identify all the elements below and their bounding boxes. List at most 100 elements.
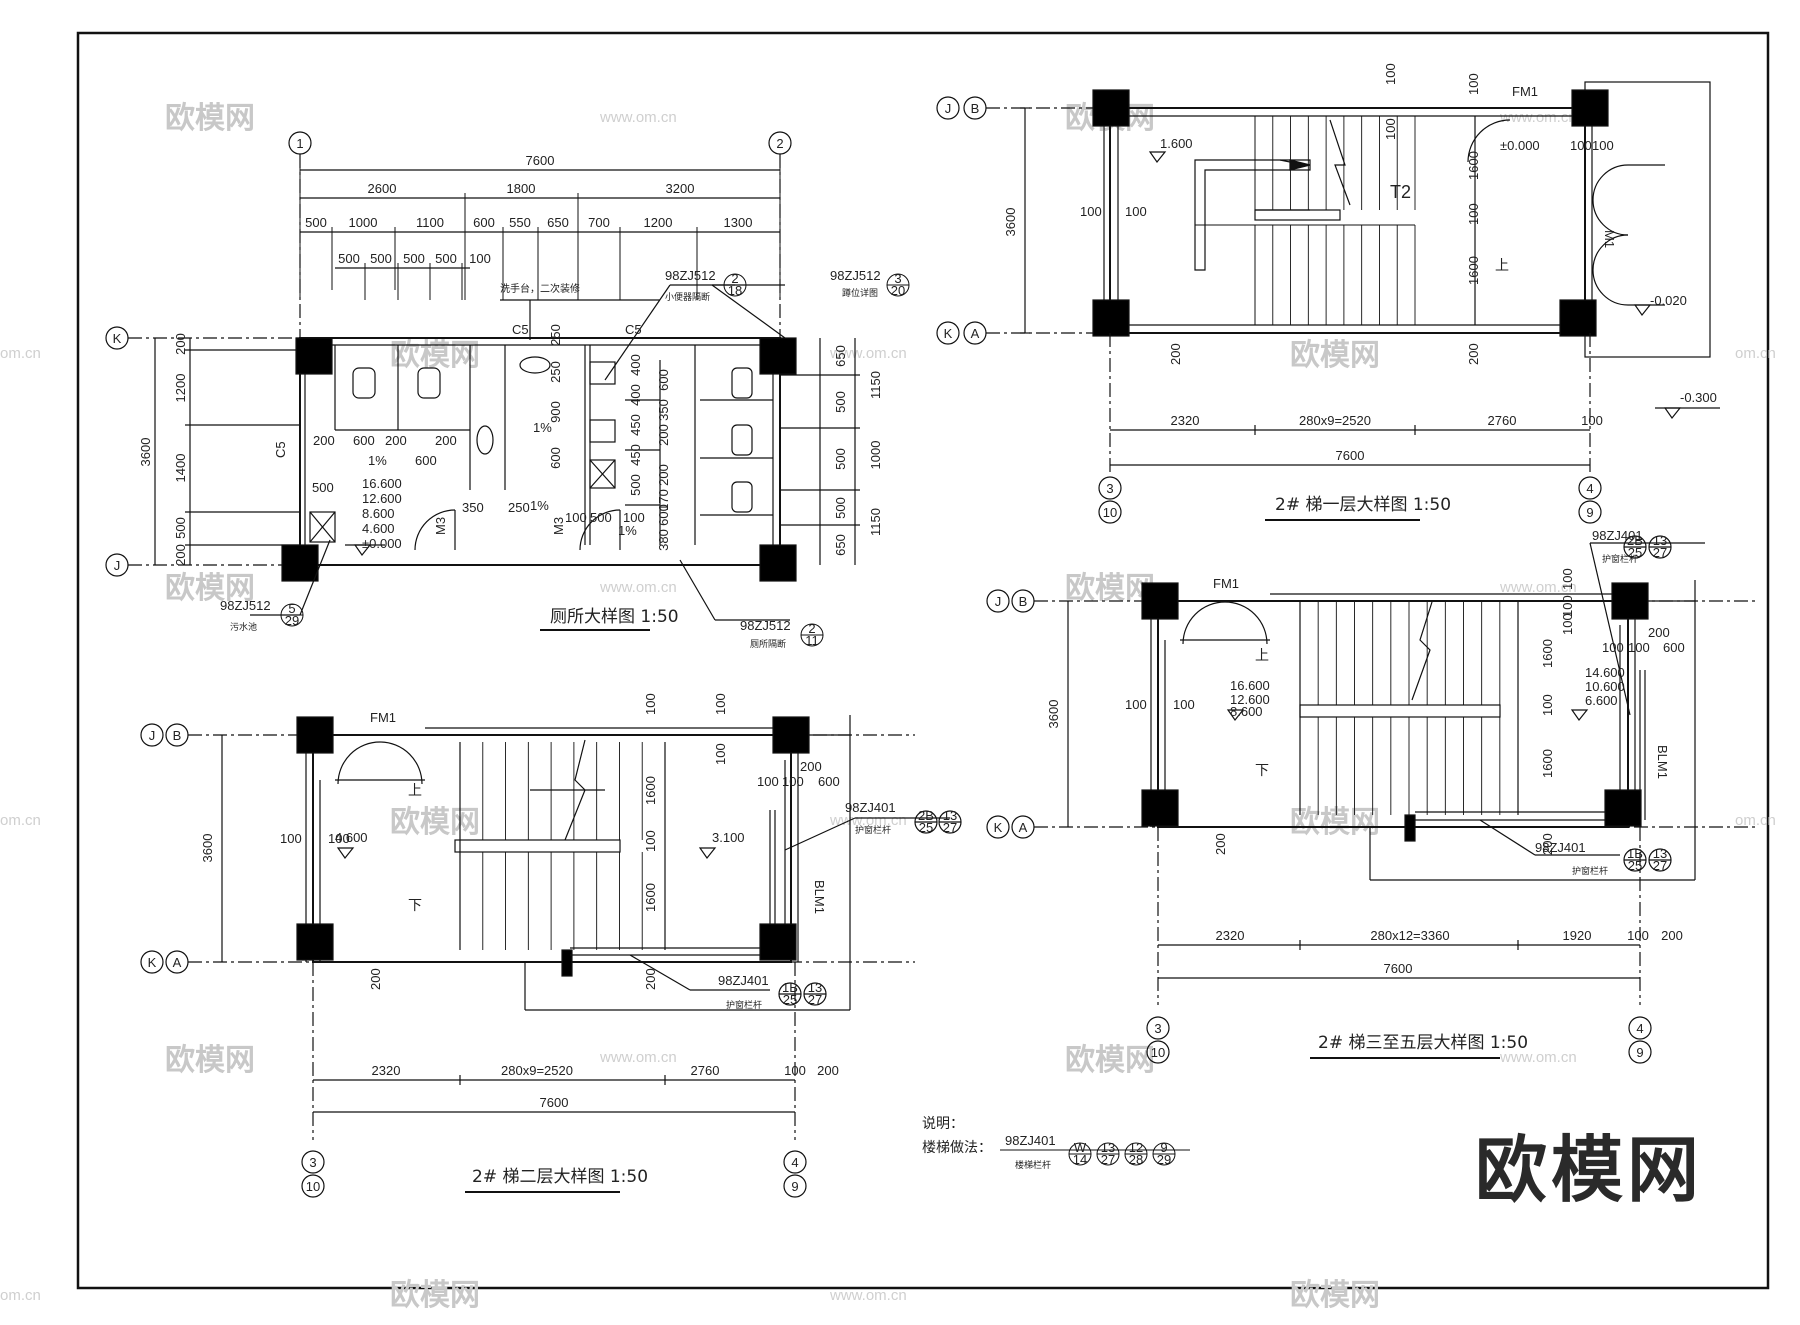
ref-den: 25 <box>783 992 797 1007</box>
ref-num: 13 <box>1653 533 1667 548</box>
column <box>759 923 797 961</box>
axis-label: 10 <box>306 1179 320 1194</box>
dim-sub: 700 <box>588 215 610 230</box>
column <box>295 337 333 375</box>
dim-inner: 250 <box>548 361 563 383</box>
watermark-url: www.om.cn <box>599 109 677 126</box>
dim-right: 500 <box>833 391 848 413</box>
ref-num: 2 <box>808 621 815 636</box>
dim-inner: 900 <box>548 401 563 423</box>
dim-side: 200 <box>173 544 188 566</box>
level: 12.600 <box>362 491 402 506</box>
column <box>1604 789 1642 827</box>
watermark-text: 欧模网 <box>165 1043 255 1078</box>
dim-side: 1400 <box>173 454 188 483</box>
dim-inner: 600 <box>656 504 671 526</box>
dim: 2760 <box>691 1063 720 1078</box>
dim: 1920 <box>1563 928 1592 943</box>
dim: 1600 <box>1540 749 1555 778</box>
dim: 2760 <box>1488 413 1517 428</box>
dim: 200 <box>1540 833 1555 855</box>
ref-note: 小便器隔断 <box>665 291 710 303</box>
axis-label: 10 <box>1151 1045 1165 1060</box>
axis-bubble-9 <box>1628 1040 1652 1064</box>
dim: 100 <box>757 774 779 789</box>
stair1-labels: J B K A 3 10 4 9 2320 280x9=2520 2760 10… <box>944 63 1717 521</box>
ref-code: 98ZJ512 <box>220 598 271 613</box>
dim: 280x9=2520 <box>501 1063 573 1078</box>
dim-inner: 600 <box>548 447 563 469</box>
dim-inner: 200 <box>656 424 671 446</box>
axis-bubble-4 <box>1628 1016 1652 1040</box>
ref-num: 2 <box>731 271 738 286</box>
axis-label: 9 <box>1636 1045 1643 1060</box>
dim-inner: 450 <box>628 414 643 436</box>
ref-num: 2B <box>918 808 934 823</box>
axis-bubble-j <box>140 723 164 747</box>
column <box>1611 582 1649 620</box>
dim: 1600 <box>1466 256 1481 285</box>
watermarks: 欧模网 www.om.cn 欧模网 www.om.cn 欧模网 www.om.c… <box>0 101 1776 1313</box>
axis-label: K <box>148 955 157 970</box>
watermark-url: www.om.cn <box>599 1049 677 1066</box>
column <box>281 544 319 582</box>
axis-label: A <box>1019 820 1028 835</box>
ref-code: 98ZJ401 <box>718 973 769 988</box>
dim-right: 1150 <box>868 508 883 536</box>
ref-num: 12 <box>1129 1140 1143 1155</box>
dim: 100 <box>1383 63 1398 85</box>
dim: 280x9=2520 <box>1299 413 1371 428</box>
watermark-url: www.om.cn <box>829 812 907 829</box>
window-tag: C5 <box>512 322 529 337</box>
dim: 100 <box>713 743 728 765</box>
ref-code: 98ZJ512 <box>830 268 881 283</box>
door-tag: FM1 <box>370 710 396 725</box>
level: 16.600 <box>362 476 402 491</box>
ref-den: 25 <box>1628 858 1642 873</box>
slope: 1% <box>368 453 387 468</box>
dim: 2320 <box>1216 928 1245 943</box>
dim-inner: 350 <box>462 500 484 515</box>
watermark-edge: om.cn <box>1735 345 1776 362</box>
toilet-labels: 1 2 K J 7600 2600 1800 3200 500 1000 110… <box>113 136 910 650</box>
dim-inner: 200 <box>385 433 407 448</box>
ref-den: 29 <box>285 613 299 628</box>
dim: 100 <box>1383 118 1398 140</box>
dim-inner: 450 <box>628 444 643 466</box>
door-tag: M1 <box>1602 230 1617 248</box>
door-tag: FM1 <box>1213 576 1239 591</box>
dim-inner: 200 <box>313 433 335 448</box>
dim-sub: 500 <box>305 215 327 230</box>
stair-floor1-plan <box>936 81 1720 524</box>
ref-code: 98ZJ512 <box>740 618 791 633</box>
toilet-detail-plan <box>105 131 860 621</box>
dim: 200 <box>800 759 822 774</box>
dim-side: 3600 <box>1046 700 1061 729</box>
axis-label: 4 <box>791 1155 798 1170</box>
axis-bubble-4 <box>783 1150 807 1174</box>
ref-num: 5 <box>288 601 295 616</box>
dim-sub: 600 <box>473 215 495 230</box>
dim-inner: 100 <box>623 510 645 525</box>
dim-inner: 600 <box>415 453 437 468</box>
dim: 100 <box>1466 73 1481 95</box>
dim: 280x12=3360 <box>1370 928 1449 943</box>
axis-label: 4 <box>1586 481 1593 496</box>
dim-seg: 2600 <box>368 181 397 196</box>
axis-label: 4 <box>1636 1021 1643 1036</box>
dim-sub: 550 <box>509 215 531 230</box>
notes-block: 说明： 楼梯做法： 98ZJ401 楼梯栏杆 W 14 13 27 12 28 … <box>922 1116 1190 1171</box>
ref-num: 1B <box>782 980 798 995</box>
dim: 2320 <box>372 1063 401 1078</box>
dim: 600 <box>1663 640 1685 655</box>
axis-label-j: J <box>114 558 121 573</box>
watermark-text: 欧模网 <box>1290 1278 1380 1313</box>
ref-code: 98ZJ512 <box>665 268 716 283</box>
window-tag: C5 <box>625 322 642 337</box>
stair-down: 下 <box>408 898 422 914</box>
watermark-text: 欧模网 <box>1290 338 1380 373</box>
dim-inner: 400 <box>628 384 643 406</box>
dim: 2320 <box>1171 413 1200 428</box>
stair2-labels: J B K A 3 10 4 9 2320 280x9=2520 2760 10… <box>148 693 958 1194</box>
